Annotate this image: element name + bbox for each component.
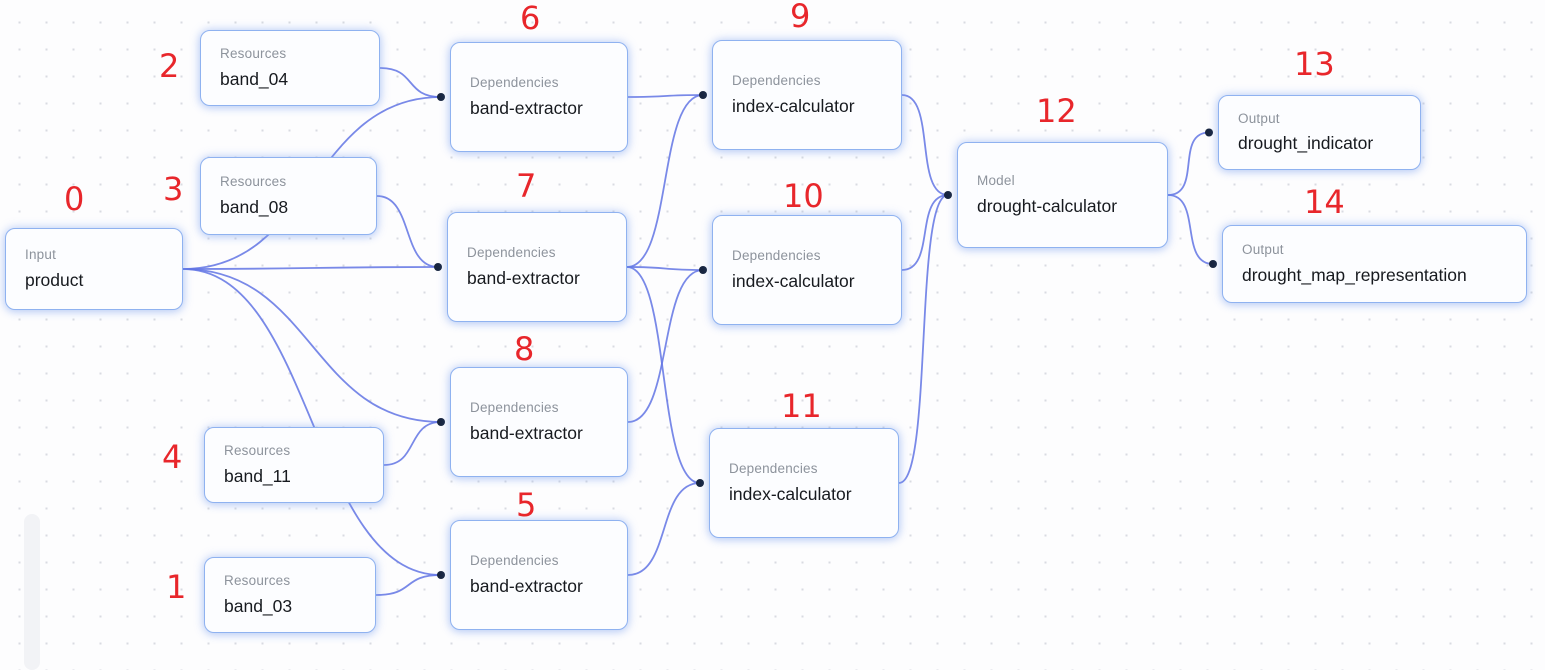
node-type-label: Output: [1242, 242, 1284, 258]
annotation-number-10: 10: [783, 177, 824, 215]
node-name-label: index-calculator: [732, 270, 855, 291]
node-name-label: band_03: [224, 595, 293, 616]
node-type-label: Input: [25, 247, 57, 263]
node-name-label: drought-calculator: [977, 195, 1118, 216]
input-port-icon[interactable]: [437, 571, 445, 579]
node-type-label: Resources: [224, 573, 291, 589]
node-type-label: Resources: [224, 443, 291, 459]
graph-node-dep-index-calculator-2[interactable]: Dependencies index-calculator: [712, 215, 902, 325]
edge-input-product--dep-band-extractor-3: [182, 268, 442, 423]
panel-edge: [24, 514, 40, 670]
edge-dep-band-extractor-1--dep-index-calculator-1: [627, 94, 704, 98]
edge-res-band-08--dep-band-extractor-2: [376, 195, 439, 268]
annotation-number-12: 12: [1036, 92, 1077, 130]
edge-model-drought-calculator--out-drought-map: [1167, 194, 1214, 265]
node-name-label: index-calculator: [732, 95, 855, 116]
node-type-label: Dependencies: [729, 461, 818, 477]
node-name-label: product: [25, 269, 84, 290]
graph-node-res-band-03[interactable]: Resources band_03: [204, 557, 376, 633]
edge-dep-band-extractor-4--dep-index-calculator-3: [627, 482, 701, 576]
edge-dep-band-extractor-2--dep-index-calculator-3: [626, 266, 701, 484]
input-port-icon[interactable]: [699, 266, 707, 274]
input-port-icon[interactable]: [437, 93, 445, 101]
node-name-label: band-extractor: [467, 267, 580, 288]
annotation-number-8: 8: [514, 330, 535, 368]
node-name-label: drought_indicator: [1238, 133, 1374, 154]
graph-node-dep-index-calculator-1[interactable]: Dependencies index-calculator: [712, 40, 902, 150]
node-type-label: Dependencies: [470, 400, 559, 416]
edge-res-band-11--dep-band-extractor-3: [383, 421, 442, 466]
node-type-label: Output: [1238, 110, 1280, 126]
input-port-icon[interactable]: [944, 191, 952, 199]
node-name-label: band-extractor: [470, 97, 583, 118]
node-type-label: Model: [977, 173, 1015, 189]
graph-node-input-product[interactable]: Input product: [5, 228, 183, 310]
graph-node-dep-band-extractor-1[interactable]: Dependencies band-extractor: [450, 42, 628, 152]
input-port-icon[interactable]: [699, 91, 707, 99]
graph-node-dep-band-extractor-4[interactable]: Dependencies band-extractor: [450, 520, 628, 630]
annotation-number-11: 11: [781, 387, 822, 425]
node-name-label: band_11: [224, 465, 291, 486]
edge-input-product--dep-band-extractor-2: [182, 266, 439, 270]
node-name-label: band_08: [220, 196, 289, 217]
graph-node-res-band-04[interactable]: Resources band_04: [200, 30, 380, 106]
graph-node-model-drought-calculator[interactable]: Model drought-calculator: [957, 142, 1168, 248]
graph-node-res-band-11[interactable]: Resources band_11: [204, 427, 384, 503]
node-name-label: band-extractor: [470, 422, 583, 443]
node-type-label: Resources: [220, 174, 287, 190]
annotation-number-6: 6: [520, 0, 541, 37]
graph-node-out-drought-map[interactable]: Output drought_map_representation: [1222, 225, 1527, 303]
graph-node-dep-band-extractor-3[interactable]: Dependencies band-extractor: [450, 367, 628, 477]
node-name-label: band_04: [220, 68, 289, 89]
annotation-number-3: 3: [163, 170, 184, 208]
node-type-label: Dependencies: [467, 245, 556, 261]
node-type-label: Dependencies: [470, 75, 559, 91]
annotation-number-9: 9: [790, 0, 811, 35]
edge-dep-band-extractor-2--dep-index-calculator-2: [626, 266, 704, 271]
input-port-icon[interactable]: [434, 263, 442, 271]
edge-dep-band-extractor-3--dep-index-calculator-2: [627, 269, 704, 423]
edge-dep-index-calculator-1--model-drought-calculator: [901, 94, 949, 196]
edge-dep-band-extractor-2--dep-index-calculator-1: [626, 94, 704, 268]
edge-dep-index-calculator-2--model-drought-calculator: [901, 194, 949, 271]
input-port-icon[interactable]: [696, 479, 704, 487]
input-port-icon[interactable]: [1209, 260, 1217, 268]
graph-node-dep-index-calculator-3[interactable]: Dependencies index-calculator: [709, 428, 899, 538]
node-name-label: index-calculator: [729, 483, 852, 504]
graph-node-res-band-08[interactable]: Resources band_08: [200, 157, 377, 235]
annotation-number-13: 13: [1294, 45, 1335, 83]
annotation-number-2: 2: [159, 47, 180, 85]
graph-node-out-drought-indicator[interactable]: Output drought_indicator: [1218, 95, 1421, 170]
node-name-label: band-extractor: [470, 575, 583, 596]
node-type-label: Dependencies: [470, 553, 559, 569]
input-port-icon[interactable]: [437, 418, 445, 426]
edge-res-band-04--dep-band-extractor-1: [379, 67, 442, 98]
input-port-icon[interactable]: [1205, 128, 1213, 137]
node-type-label: Resources: [220, 46, 287, 62]
annotation-number-0: 0: [64, 180, 85, 218]
node-type-label: Dependencies: [732, 248, 821, 264]
annotation-number-5: 5: [516, 486, 537, 524]
annotation-number-7: 7: [516, 167, 537, 205]
graph-node-dep-band-extractor-2[interactable]: Dependencies band-extractor: [447, 212, 627, 322]
annotation-number-14: 14: [1304, 183, 1345, 221]
edge-dep-index-calculator-3--model-drought-calculator: [898, 194, 949, 484]
annotation-number-1: 1: [166, 568, 187, 606]
node-type-label: Dependencies: [732, 73, 821, 89]
edge-res-band-03--dep-band-extractor-4: [375, 574, 442, 596]
edge-input-product--dep-band-extractor-4: [182, 268, 442, 576]
edge-model-drought-calculator--out-drought-indicator: [1167, 131, 1210, 196]
annotation-number-4: 4: [162, 438, 183, 476]
node-name-label: drought_map_representation: [1242, 264, 1467, 285]
